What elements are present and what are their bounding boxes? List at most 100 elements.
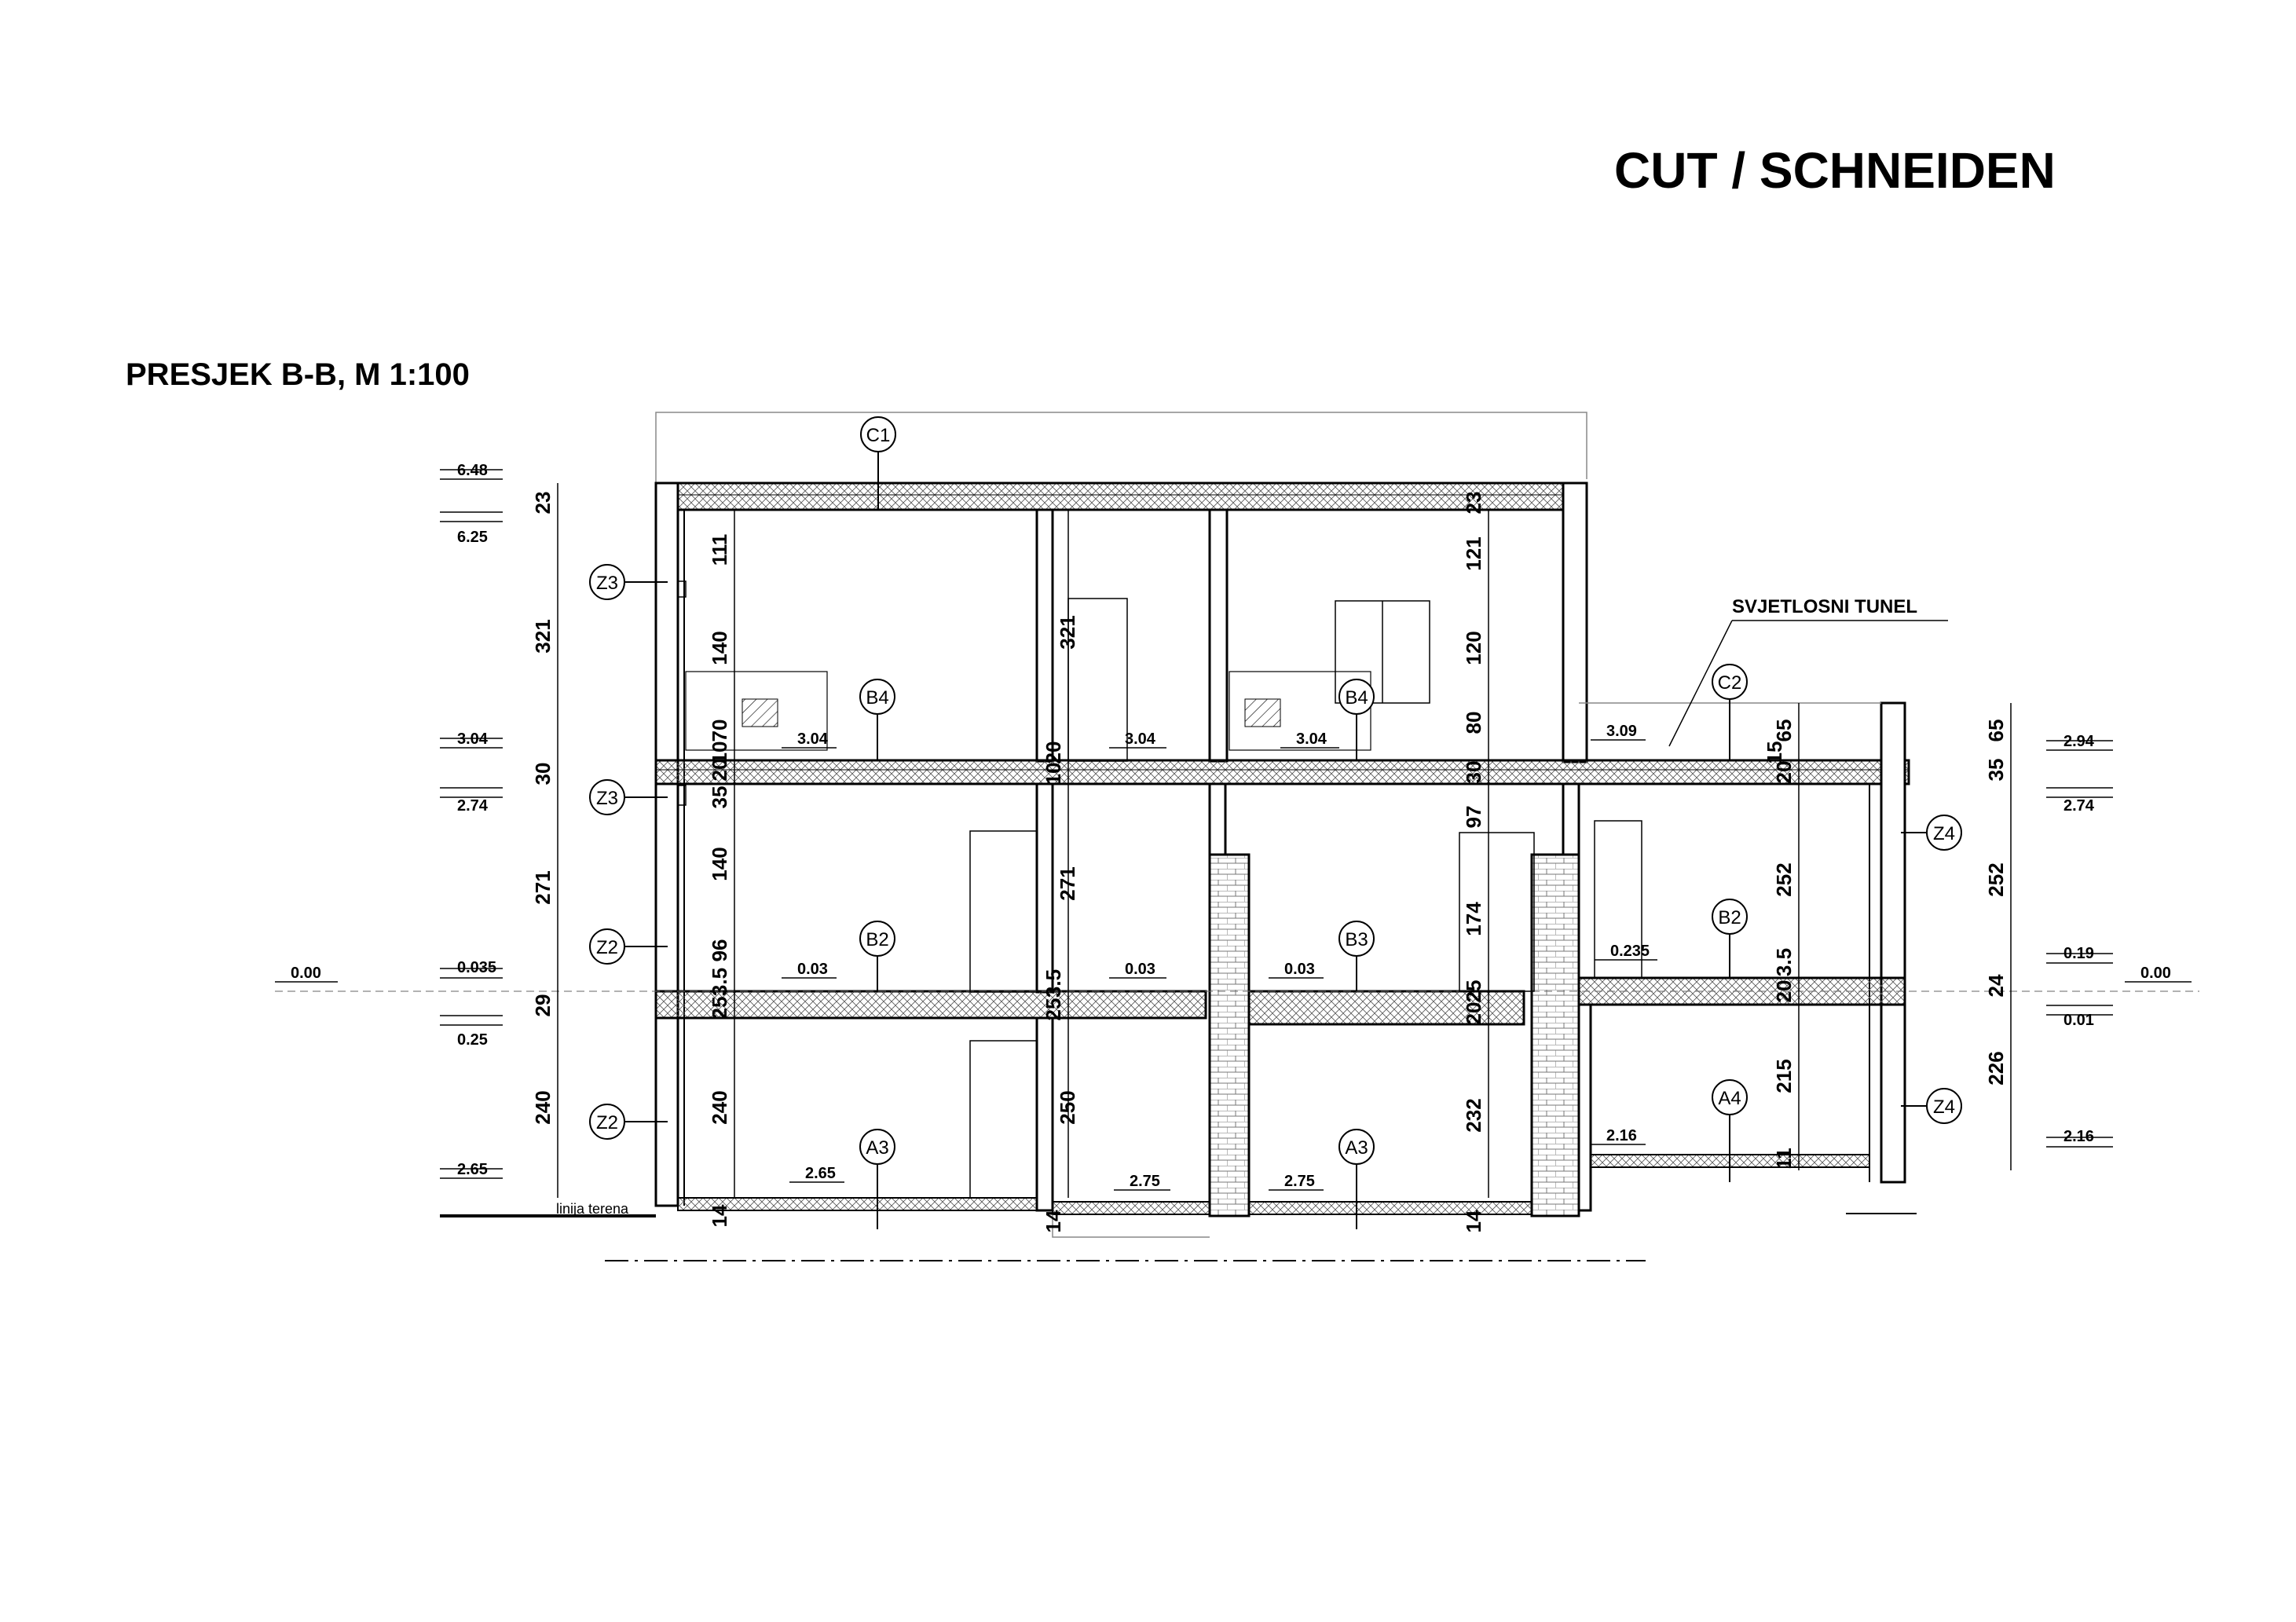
level-right-2: 2.74	[2063, 797, 2095, 815]
dim-c-6: 97	[1462, 806, 1485, 829]
dim-a-12: 14	[708, 1204, 731, 1227]
tag-wall-6: Z4	[1933, 1097, 1955, 1118]
tag-base-mid: A3	[1345, 1137, 1368, 1159]
tag-upper-left: B4	[866, 687, 888, 708]
dim-left-2: 321	[531, 619, 555, 653]
dim-d-4: 252	[1772, 862, 1796, 896]
dim-b-2: 20	[1042, 741, 1065, 764]
dim-left-6: 240	[531, 1090, 555, 1124]
level-inner-12: 2.16	[1606, 1127, 1637, 1144]
dim-a-9: 3.5	[708, 968, 731, 996]
room-tags	[589, 416, 1962, 1229]
level-left-6: 0.25	[457, 1031, 488, 1049]
tag-ground-right: B2	[1718, 907, 1741, 928]
tag-wall-1: Z3	[596, 573, 618, 594]
dim-a-1: 111	[708, 534, 731, 566]
dimension-texts-left: 23 321 30 271 29 240	[531, 492, 555, 1125]
dimension-texts-right: 65 35 252 24 226	[1984, 719, 2008, 1086]
level-inner-10: 2.75	[1130, 1173, 1160, 1190]
ground-label: linija terena	[556, 1201, 629, 1217]
tag-wall-2: Z3	[596, 788, 618, 809]
level-markers-left: 6.48 6.25 3.04 2.74 0.035 0.25 2.65 0.00	[275, 462, 503, 1179]
dim-b-3: 10	[1042, 763, 1065, 785]
sheet-title: CUT / SCHNEIDEN	[1614, 142, 2056, 199]
dim-a-7: 140	[708, 847, 731, 881]
furniture	[685, 671, 1371, 751]
tag-wall-3: Z2	[596, 937, 618, 958]
tunnel-label: SVJETLOSNI TUNEL	[1732, 596, 1917, 617]
level-inner-5: 0.03	[797, 961, 828, 978]
dim-d-8: 11	[1772, 1148, 1796, 1170]
dim-c-11: 14	[1462, 1210, 1485, 1232]
level-inner-1: 3.04	[797, 730, 829, 748]
level-inner-3: 3.04	[1296, 730, 1327, 748]
level-inner-8: 0.235	[1610, 943, 1650, 960]
level-markers-right: 2.94 2.74 0.19 0.01 2.16 0.00	[2046, 733, 2192, 1148]
dim-c-2: 121	[1462, 536, 1485, 570]
dimension-texts-room-d: 65 15 20 252 20 3.5 215 11	[1763, 719, 1796, 1170]
windows-doors	[677, 580, 1642, 1199]
dim-c-5: 30	[1462, 761, 1485, 784]
tag-wall-4: Z2	[596, 1112, 618, 1133]
dim-d-1: 65	[1772, 719, 1796, 742]
dim-a-6: 35	[708, 786, 731, 809]
dimension-lines	[557, 483, 2012, 1198]
dim-b-4: 271	[1056, 866, 1079, 900]
level-right-3: 0.19	[2063, 945, 2094, 962]
dim-a-3: 70	[708, 719, 731, 742]
level-right-zero: 0.00	[2140, 965, 2171, 982]
level-left-2: 6.25	[457, 529, 488, 546]
level-left-zero: 0.00	[291, 965, 321, 982]
dim-left-3: 30	[531, 763, 555, 785]
dimension-texts-room-b: 321 20 10 271 25 3.5 250 14	[1042, 615, 1079, 1232]
dim-d-5: 20	[1772, 980, 1796, 1003]
drawing-title: PRESJEK B-B, M 1:100	[126, 357, 470, 392]
level-inner-6: 0.03	[1125, 961, 1155, 978]
level-right-4: 0.01	[2063, 1012, 2094, 1029]
dim-left-5: 29	[531, 994, 555, 1017]
dim-right-3: 252	[1984, 862, 2008, 896]
dim-b-8: 14	[1042, 1210, 1065, 1232]
dim-right-5: 226	[1984, 1051, 2008, 1085]
tag-wall-5: Z4	[1933, 823, 1955, 844]
dim-a-11: 240	[708, 1090, 731, 1124]
dim-c-7: 174	[1462, 902, 1485, 936]
dim-d-6: 3.5	[1772, 948, 1796, 976]
level-right-5: 2.16	[2063, 1128, 2094, 1145]
level-inner-2: 3.04	[1125, 730, 1156, 748]
dim-c-1: 23	[1462, 492, 1485, 514]
dim-left-1: 23	[531, 492, 555, 514]
dim-right-4: 24	[1984, 974, 2008, 997]
level-markers-inner: 3.04 3.04 3.04 3.09 0.03 0.03 0.03 0.235…	[782, 723, 1657, 1191]
dim-b-6: 3.5	[1042, 969, 1065, 998]
tag-upper-right: B4	[1345, 687, 1368, 708]
level-left-7: 2.65	[457, 1161, 488, 1178]
dim-a-4: 20	[708, 759, 731, 782]
tag-base-left: A3	[866, 1137, 888, 1159]
tag-ground-mid: B3	[1345, 929, 1368, 950]
dim-c-9: 25	[1462, 980, 1485, 1003]
dim-a-8: 96	[708, 939, 731, 962]
dim-d-7: 215	[1772, 1059, 1796, 1093]
tag-terrace: C2	[1718, 672, 1742, 694]
dim-right-2: 35	[1984, 759, 2008, 782]
level-inner-7: 0.03	[1284, 961, 1315, 978]
dim-c-3: 120	[1462, 631, 1485, 665]
building-outline	[275, 412, 2199, 1261]
tag-roof: C1	[866, 425, 891, 446]
level-left-1: 6.48	[457, 462, 488, 479]
level-right-1: 2.94	[2063, 733, 2095, 750]
tag-ground-left: B2	[866, 929, 888, 950]
level-inner-4: 3.09	[1606, 723, 1637, 740]
dim-a-2: 140	[708, 631, 731, 665]
dim-d-2: 15	[1763, 741, 1786, 764]
dim-c-10: 232	[1462, 1098, 1485, 1132]
dim-c-8: 20	[1462, 1002, 1485, 1025]
dim-b-1: 321	[1056, 615, 1079, 649]
dimension-texts-room-a: 111 140 70 20 10 35 140 96 3.5 25 240 14	[708, 534, 731, 1228]
room-tag-labels: C1 B4 B4 C2 B2 B3 B2 A3 A3 A4 Z3 Z3 Z2 Z…	[596, 425, 1955, 1159]
dim-a-5: 10	[708, 741, 731, 764]
dim-a-10: 25	[708, 997, 731, 1020]
dim-right-1: 65	[1984, 719, 2008, 742]
